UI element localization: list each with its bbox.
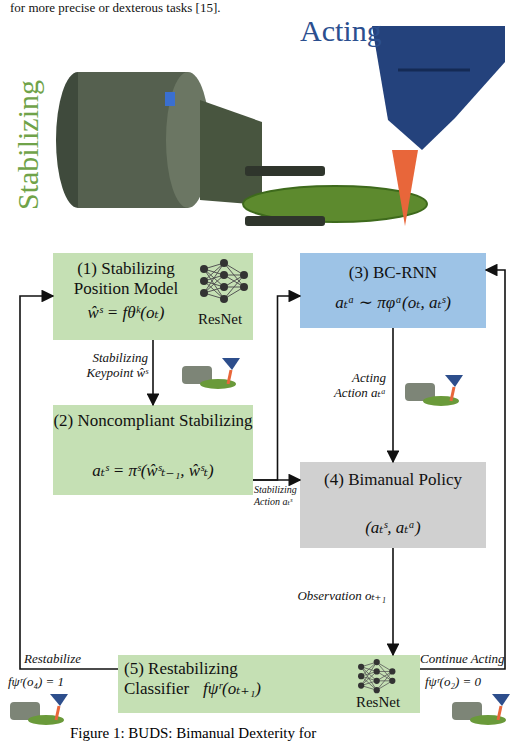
box-text: ResNet — [189, 309, 251, 329]
action-thumbnail — [405, 375, 463, 406]
box-title: (3) BC-RNN — [300, 263, 486, 283]
box-text: fψʳ(oₜ₊₁) — [203, 679, 333, 699]
gripper-wrist — [200, 100, 262, 205]
flow-arrow — [253, 479, 300, 481]
flow-arrow — [392, 548, 394, 655]
restabilize-thumbnail — [10, 694, 68, 725]
keypoint-thumbnail — [182, 358, 240, 389]
box-text: (aₜˢ, aₜᵃ) — [300, 518, 486, 538]
knife — [392, 150, 418, 226]
acting-gripper — [372, 26, 505, 150]
process-box: (4) Bimanual Policy (aₜˢ, aₜᵃ) — [300, 462, 486, 548]
flow-arrow — [152, 340, 154, 405]
arm-label: Stabilizing — [11, 55, 45, 235]
gripper-finger — [245, 166, 325, 176]
gripper-logo — [165, 92, 175, 106]
gripper-finger — [245, 216, 325, 226]
process-box: (2) Noncompliant Stabilizing aₜˢ = πˢ(ŵˢₜ… — [53, 405, 253, 495]
edge-label: Observation oₜ₊₁ — [286, 588, 386, 603]
box-title: (4) Bimanual Policy — [300, 470, 486, 490]
gripper-edge — [398, 69, 470, 72]
flow-arrow — [392, 328, 394, 462]
flow-arrow — [253, 296, 300, 480]
edge-label: Stabilizing Keypoint ŵˢ — [58, 350, 148, 380]
edge-label: Stabilizing Action aₜˢ — [254, 484, 302, 508]
edge-label: Continue Acting — [420, 651, 516, 666]
figure-caption: Figure 1: BUDS: Bimanual Dexterity for — [70, 725, 316, 742]
body-text: for more precise or dexterous tasks [15]… — [10, 0, 220, 16]
box-text: aₜᵃ ∼ πφᵃ(oₜ, aₜˢ) — [300, 293, 486, 313]
edge-label: Acting Action aₜᵃ — [316, 370, 386, 400]
process-box: (3) BC-RNN aₜᵃ ∼ πφᵃ(oₜ, aₜˢ) — [300, 253, 486, 328]
box-text: aₜˢ = πˢ(ŵˢₜ₋₁, ŵˢₜ) — [53, 461, 253, 481]
box-title: (1) Stabilizing Position Model — [57, 259, 195, 299]
continue-thumbnail — [452, 694, 510, 725]
box-text: ResNet — [340, 692, 416, 712]
arm-label: Acting — [300, 14, 382, 48]
box-text: ŵˢ = fθᵏ(oₜ) — [57, 303, 195, 323]
classifier-output: fψʳ(o₄) = 1 — [8, 674, 64, 690]
edge-label: Restabilize — [24, 651, 114, 666]
classifier-output: fψʳ(o₂) = 0 — [425, 674, 481, 690]
box-title: (2) Noncompliant Stabilizing — [53, 411, 253, 431]
